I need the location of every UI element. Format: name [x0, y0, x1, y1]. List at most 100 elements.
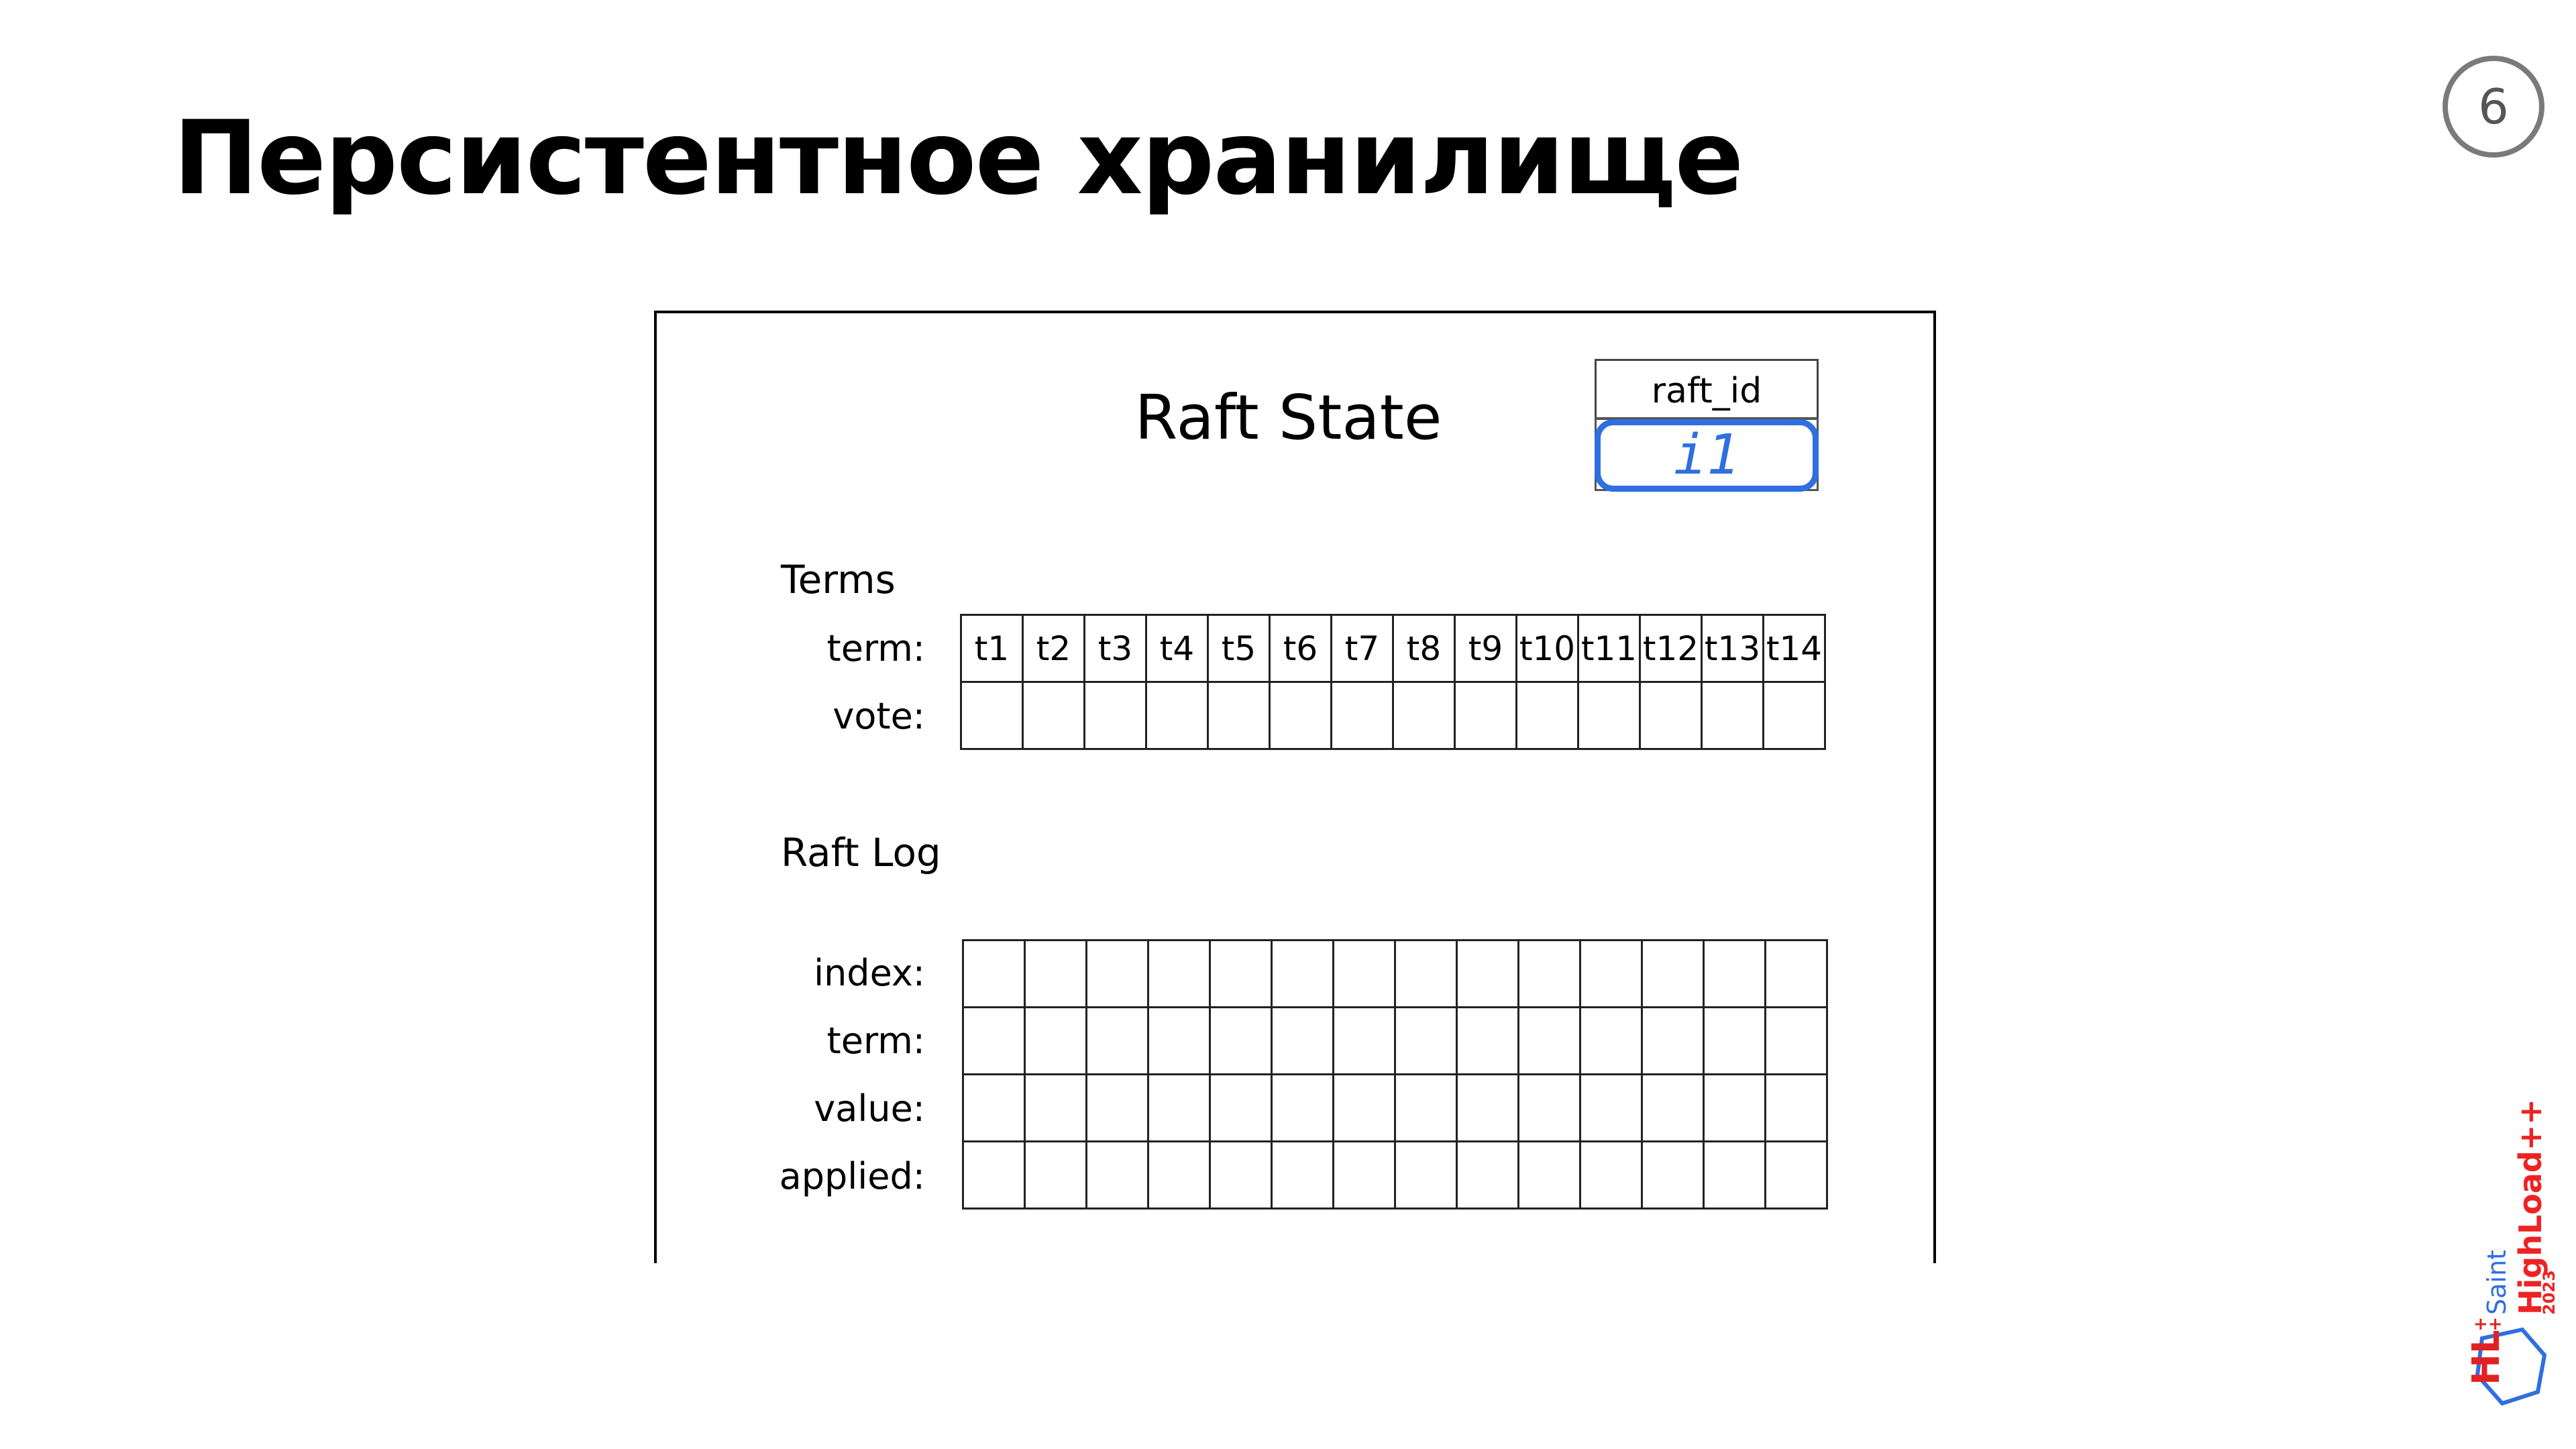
- log-cell: [1147, 1140, 1211, 1210]
- log-cell: [1703, 939, 1766, 1008]
- page-number: 6: [2478, 78, 2509, 135]
- log-cell: [1271, 1006, 1334, 1075]
- log-cell: [1209, 1140, 1273, 1210]
- vote-cell: [1577, 681, 1641, 750]
- log-cell: [1147, 1073, 1211, 1142]
- term-cell: t10: [1515, 614, 1579, 683]
- log-cell: [1209, 1006, 1273, 1075]
- log-cell: [1271, 1140, 1334, 1210]
- log-cell: [1579, 939, 1643, 1008]
- logo-hexagon: [2475, 1327, 2547, 1406]
- log-cell: [1271, 1073, 1334, 1142]
- log-cell: [1085, 939, 1149, 1008]
- log-row-label-index: index:: [814, 952, 925, 994]
- logo-year: 2023: [2540, 1270, 2559, 1315]
- log-cell: [1085, 1006, 1149, 1075]
- log-cell: [1456, 939, 1519, 1008]
- log-cell: [1271, 939, 1334, 1008]
- log-cell: [1394, 1140, 1458, 1210]
- log-cell: [1332, 939, 1396, 1008]
- term-cell: t8: [1392, 614, 1456, 683]
- vote-cell: [1515, 681, 1579, 750]
- term-cell: t12: [1639, 614, 1703, 683]
- term-cell: t3: [1083, 614, 1147, 683]
- term-cell: t7: [1330, 614, 1394, 683]
- term-cell: t2: [1022, 614, 1085, 683]
- panel-title: Raft State: [1134, 382, 1442, 453]
- logo-wordmark: Saint: [2482, 1250, 2512, 1315]
- log-cell: [1209, 1073, 1273, 1142]
- log-cell: [962, 1140, 1026, 1210]
- log-value-row: [962, 1073, 1828, 1142]
- raft-log-table: [962, 939, 1828, 1210]
- log-cell: [1024, 1006, 1087, 1075]
- log-cell: [1764, 939, 1828, 1008]
- vote-cell: [1762, 681, 1826, 750]
- vote-cell: [1639, 681, 1703, 750]
- term-cell: t11: [1577, 614, 1641, 683]
- vote-cell: [1207, 681, 1271, 750]
- log-term-row: [962, 1006, 1828, 1075]
- log-cell: [1332, 1006, 1396, 1075]
- logo-mark: HL: [2465, 1330, 2508, 1385]
- vote-cell: [1454, 681, 1517, 750]
- log-row-label-applied: applied:: [779, 1155, 925, 1197]
- log-cell: [1579, 1140, 1643, 1210]
- vote-cell: [1330, 681, 1394, 750]
- vote-cell: [960, 681, 1024, 750]
- logo-saint: Saint: [2482, 1250, 2512, 1315]
- term-cell: t1: [960, 614, 1024, 683]
- log-cell: [1703, 1006, 1766, 1075]
- log-cell: [1641, 1006, 1705, 1075]
- vote-cell: [1269, 681, 1332, 750]
- log-section-label: Raft Log: [781, 830, 941, 875]
- log-index-row: [962, 939, 1828, 1008]
- vote-cell: [1083, 681, 1147, 750]
- log-cell: [1024, 1073, 1087, 1142]
- vote-cell: [1022, 681, 1085, 750]
- log-cell: [1085, 1140, 1149, 1210]
- logo-year-wrap: 2023: [2540, 1270, 2559, 1315]
- log-cell: [1764, 1140, 1828, 1210]
- highload-logo: HL ++: [2465, 1314, 2547, 1406]
- terms-vote-row: [960, 681, 1826, 750]
- log-applied-row: [962, 1140, 1828, 1210]
- log-cell: [1332, 1140, 1396, 1210]
- vote-cell: [1392, 681, 1456, 750]
- log-cell: [1456, 1073, 1519, 1142]
- log-cell: [1517, 1140, 1581, 1210]
- log-cell: [1147, 939, 1211, 1008]
- log-cell: [962, 1073, 1026, 1142]
- log-cell: [1394, 1006, 1458, 1075]
- log-cell: [1024, 939, 1087, 1008]
- term-cell: t9: [1454, 614, 1517, 683]
- raft-id-value: i1: [1595, 419, 1819, 492]
- log-cell: [1456, 1140, 1519, 1210]
- log-cell: [1579, 1006, 1643, 1075]
- raft-id-box: raft_id i1: [1595, 359, 1819, 492]
- log-cell: [1394, 939, 1458, 1008]
- log-cell: [1394, 1073, 1458, 1142]
- vote-cell: [1701, 681, 1764, 750]
- term-cell: t13: [1701, 614, 1764, 683]
- term-cell: t4: [1145, 614, 1209, 683]
- term-cell: t6: [1269, 614, 1332, 683]
- log-row-label-term: term:: [826, 1020, 925, 1062]
- log-cell: [1641, 1073, 1705, 1142]
- page-number-badge: 6: [2443, 56, 2544, 158]
- terms-section-label: Terms: [781, 557, 896, 602]
- log-cell: [1764, 1073, 1828, 1142]
- log-row-label-value: value:: [814, 1087, 925, 1130]
- log-cell: [1641, 939, 1705, 1008]
- log-cell: [1517, 939, 1581, 1008]
- log-cell: [1085, 1073, 1149, 1142]
- log-cell: [962, 1006, 1026, 1075]
- log-cell: [1579, 1073, 1643, 1142]
- term-cell: t14: [1762, 614, 1826, 683]
- terms-row-label-vote: vote:: [833, 695, 925, 737]
- log-cell: [1147, 1006, 1211, 1075]
- log-cell: [1764, 1006, 1828, 1075]
- slide-title: Персистентное хранилище: [173, 99, 1743, 217]
